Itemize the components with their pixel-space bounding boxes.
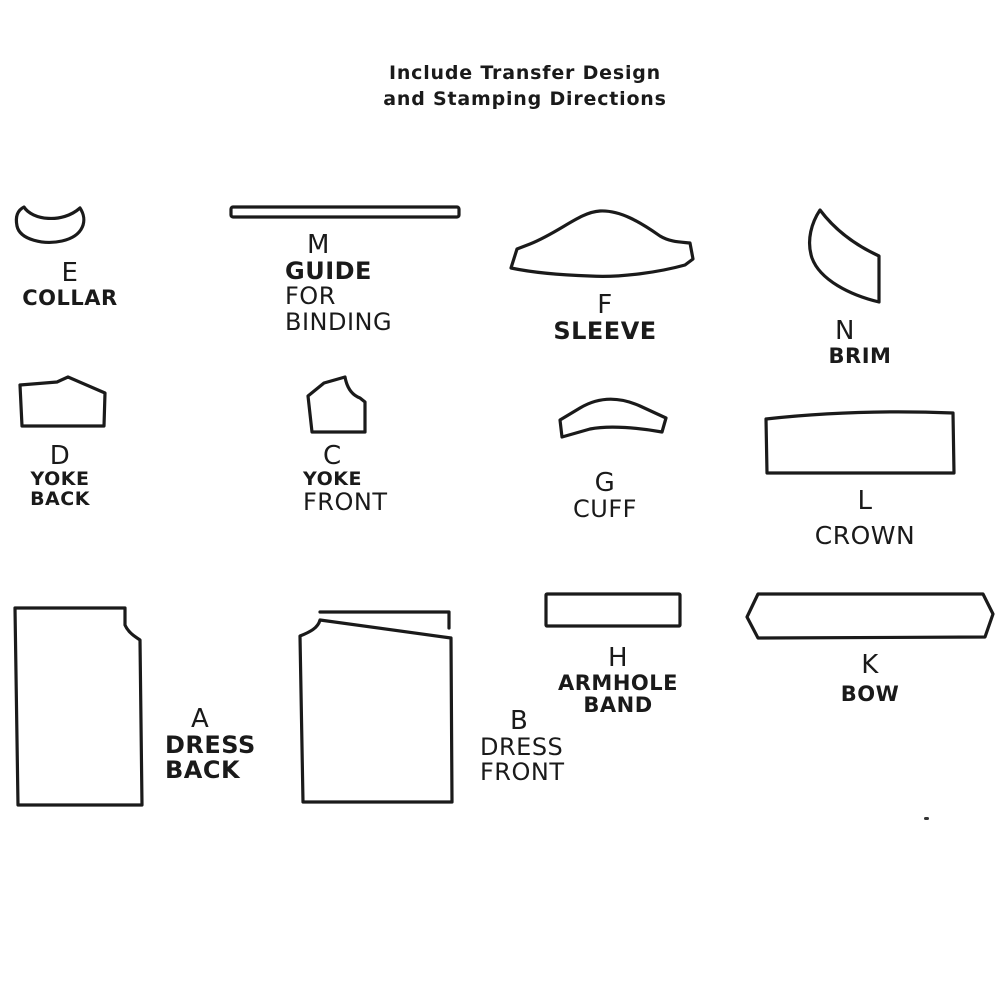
piece-name: CUFF <box>573 495 637 524</box>
label-piece-e: E COLLAR <box>10 258 130 311</box>
piece-letter: A <box>191 704 210 734</box>
brim-piece-n <box>807 208 881 304</box>
piece-name: YOKE <box>303 468 362 491</box>
cuff-piece-g <box>558 397 668 439</box>
piece-letter: G <box>594 468 616 498</box>
label-piece-k: K BOW <box>815 650 925 707</box>
piece-name: BOW <box>840 682 900 707</box>
piece-name: ARMHOLE <box>558 671 678 696</box>
header-line-1: Include Transfer Design <box>388 62 662 84</box>
piece-letter: D <box>49 441 71 471</box>
yoke-back-piece-d <box>18 375 107 428</box>
piece-letter: M <box>307 230 330 260</box>
armhole-band-piece-h <box>544 592 682 628</box>
piece-letter: K <box>861 650 879 680</box>
label-piece-d: D YOKE BACK <box>5 441 115 511</box>
label-piece-m: M GUIDE FOR BINDING <box>285 230 435 336</box>
label-piece-c: C YOKE FRONT <box>295 441 415 517</box>
stray-mark <box>924 817 929 820</box>
piece-name: COLLAR <box>22 286 118 311</box>
yoke-front-piece-c <box>306 375 367 434</box>
label-piece-n: N BRIM <box>800 316 920 369</box>
piece-letter: E <box>61 258 79 288</box>
piece-letter: C <box>323 441 342 471</box>
label-piece-a: A DRESS BACK <box>165 704 265 785</box>
piece-name: CROWN <box>814 521 916 551</box>
label-piece-l: L CROWN <box>790 486 940 551</box>
collar-piece-e <box>14 205 86 244</box>
piece-name: SLEEVE <box>553 317 657 346</box>
piece-name: FRONT <box>480 758 565 787</box>
label-piece-g: G CUFF <box>550 468 660 524</box>
label-piece-f: F SLEEVE <box>540 290 670 346</box>
piece-name: BINDING <box>285 307 393 336</box>
piece-letter: B <box>510 706 529 736</box>
piece-name: DRESS <box>480 733 564 762</box>
dress-back-piece-a <box>13 606 144 807</box>
piece-letter: N <box>835 316 855 346</box>
piece-name: BAND <box>583 693 653 718</box>
piece-name: FOR <box>285 282 336 311</box>
binding-guide-piece-m <box>229 205 461 219</box>
piece-name: YOKE <box>30 468 90 491</box>
piece-name: DRESS <box>165 731 256 760</box>
label-piece-h: H ARMHOLE BAND <box>548 643 688 718</box>
crown-piece-l <box>764 410 956 475</box>
piece-letter: F <box>597 290 613 320</box>
piece-letter: H <box>607 643 629 673</box>
piece-name: FRONT <box>303 488 388 517</box>
dress-front-piece-b <box>298 610 454 804</box>
piece-name: BACK <box>30 488 90 511</box>
piece-letter: L <box>857 486 873 516</box>
piece-name: GUIDE <box>285 257 372 286</box>
label-piece-b: B DRESS FRONT <box>480 706 590 787</box>
header-line-2: and Stamping Directions <box>383 88 667 110</box>
bow-piece-k <box>745 592 995 640</box>
sleeve-piece-f <box>509 209 695 278</box>
piece-name: BRIM <box>828 344 892 369</box>
piece-name: BACK <box>165 756 241 785</box>
header-note: Include Transfer Design and Stamping Dir… <box>330 60 720 112</box>
